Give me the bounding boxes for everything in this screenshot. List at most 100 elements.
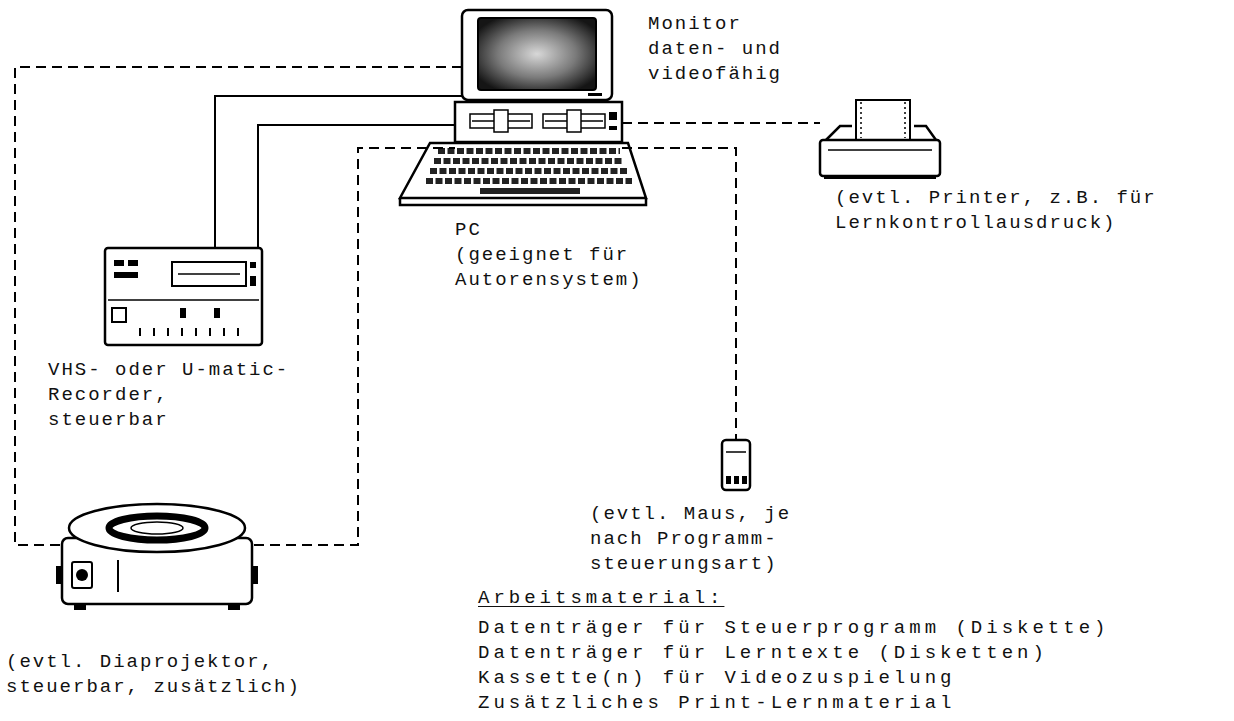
- pc-drawing-part: [400, 198, 646, 205]
- pc-drawing-part: [400, 143, 646, 198]
- slide-projector-drawing-part: [69, 504, 245, 552]
- monitor-drawing-part: [462, 10, 612, 100]
- recorder-drawing-part-part: [237, 328, 239, 336]
- material-heading: Arbeitsmaterial:: [478, 586, 724, 611]
- dashed-connector: [254, 148, 455, 545]
- mouse-node: (evtl. Maus, je nach Programm- steuerung…: [722, 440, 750, 492]
- recorder-drawing-part: [180, 308, 186, 318]
- recorder-node: VHS- oder U-matic-Recorder, steuerbar: [105, 248, 262, 345]
- mouse-drawing-part: [742, 476, 747, 484]
- label-holder: Monitor daten- und videofähig: [648, 12, 793, 87]
- pc-drawing-part: [567, 110, 581, 132]
- label-holder: VHS- oder U-matic-Recorder, steuerbar: [48, 358, 296, 433]
- pc-drawing-part: [609, 126, 617, 130]
- printer-drawing-part: [826, 126, 936, 140]
- recorder-drawing-part: [128, 260, 138, 266]
- recorder-drawing-part: [250, 276, 256, 286]
- printer-drawing-part: [824, 176, 936, 179]
- device-label: (geeignet für Autorensystem): [455, 243, 650, 293]
- printer-drawing-part: [820, 140, 940, 176]
- pc-drawing: [400, 102, 646, 205]
- device-label: VHS- oder U-matic-Recorder, steuerbar: [48, 358, 296, 433]
- connector-line: [622, 148, 736, 440]
- material-item: Zusätzliches Print-Lernmaterial: [478, 691, 955, 716]
- dashed-connector: [622, 148, 736, 440]
- recorder-drawing-part: [178, 273, 240, 275]
- material-item: Datenträger für Steuerprogramm (Diskette…: [478, 616, 1109, 641]
- pc-drawing-part-part: [438, 148, 620, 154]
- recorder-drawing-part: [114, 260, 124, 266]
- mouse-drawing-part: [734, 476, 739, 484]
- label-holder: Datenträger für Lerntexte (Disketten): [478, 641, 1048, 666]
- recorder-drawing-part: [108, 299, 259, 301]
- material-item: Kassette(n) für Videozuspielung: [478, 666, 955, 691]
- pc-drawing-part: [480, 188, 580, 194]
- monitor-drawing: [462, 10, 612, 100]
- printer-drawing-part: [904, 102, 906, 138]
- slide-projector-drawing-part: [252, 566, 258, 584]
- label-holder: Datenträger für Steuerprogramm (Diskette…: [478, 616, 1109, 641]
- label-holder: PC: [455, 218, 535, 243]
- recorder-drawing-part-part: [181, 328, 183, 336]
- slide-projector-drawing-part: [117, 560, 119, 592]
- pc-drawing-part-part: [426, 178, 632, 184]
- slide-projector-drawing-part: [109, 516, 205, 540]
- recorder-drawing: [105, 248, 262, 345]
- pc-drawing-part-part: [430, 168, 628, 174]
- label-holder: (evtl. Maus, je nach Programm- steuerung…: [590, 502, 800, 577]
- label-holder: (evtl. Printer, z.B. für Lernkontrollaus…: [835, 186, 1180, 236]
- recorder-drawing-part: [114, 272, 138, 278]
- recorder-drawing-part-part: [195, 328, 197, 336]
- recorder-drawing-part: [214, 308, 220, 318]
- pc-node: PC(geeignet für Autorensystem): [455, 100, 622, 152]
- recorder-drawing-part: [105, 248, 262, 345]
- pc-drawing-part: [426, 151, 632, 181]
- projector-node: (evtl. Diaprojektor, steuerbar, zusätzli…: [60, 500, 254, 612]
- slide-projector-drawing-part: [74, 604, 86, 610]
- pc-drawing-part: [609, 112, 617, 120]
- connector-line: [622, 122, 820, 124]
- connector-line: [215, 96, 462, 248]
- dashed-connector: [622, 123, 820, 124]
- label-holder: (geeignet für Autorensystem): [455, 243, 650, 293]
- device-heading: PC: [455, 218, 535, 243]
- label-holder: Zusätzliches Print-Lernmaterial: [478, 691, 955, 716]
- label-holder: (evtl. Diaprojektor, steuerbar, zusätzli…: [6, 650, 306, 700]
- slide-projector-drawing-part: [76, 569, 88, 581]
- mouse-drawing-part: [726, 451, 746, 453]
- connector-line: [15, 67, 462, 545]
- mouse-drawing-part: [722, 440, 750, 490]
- recorder-drawing-part: [140, 328, 238, 336]
- dashed-connector: [15, 67, 462, 545]
- printer-node: (evtl. Printer, z.B. für Lernkontrollaus…: [820, 95, 940, 178]
- recorder-drawing-part-part: [223, 328, 225, 336]
- recorder-drawing-part: [250, 262, 256, 268]
- recorder-drawing-part-part: [209, 328, 211, 336]
- printer-drawing-part: [856, 100, 910, 140]
- pc-drawing-part: [455, 102, 622, 142]
- printer-drawing-part: [828, 149, 932, 151]
- device-label: (evtl. Printer, z.B. für Lernkontrollaus…: [835, 186, 1180, 236]
- device-label: (evtl. Maus, je nach Programm- steuerung…: [590, 502, 800, 577]
- recorder-drawing-part-part: [153, 328, 155, 336]
- slide-projector-drawing: [56, 504, 258, 610]
- connector-line: [258, 125, 455, 248]
- monitor-node: Monitor daten- und videofähig: [462, 10, 612, 100]
- mouse-drawing-part: [726, 476, 731, 484]
- solid-connector: [215, 96, 462, 248]
- recorder-drawing-part-part: [167, 328, 169, 336]
- recorder-drawing-part-part: [139, 328, 141, 336]
- recorder-drawing-part: [112, 308, 126, 322]
- material-item: Datenträger für Lerntexte (Disketten): [478, 641, 1048, 666]
- printer-drawing: [820, 100, 940, 179]
- slide-projector-drawing-part: [131, 522, 183, 534]
- slide-projector-drawing-part: [72, 562, 92, 588]
- label-holder: Kassette(n) für Videozuspielung: [478, 666, 955, 691]
- monitor-drawing-part: [588, 93, 602, 96]
- monitor-drawing-part: [478, 18, 596, 90]
- slide-projector-drawing-part: [56, 566, 62, 584]
- device-label: Monitor daten- und videofähig: [648, 12, 793, 87]
- label-holder: Arbeitsmaterial:: [478, 586, 724, 611]
- recorder-drawing-part: [172, 262, 246, 286]
- pc-drawing-part: [494, 110, 508, 132]
